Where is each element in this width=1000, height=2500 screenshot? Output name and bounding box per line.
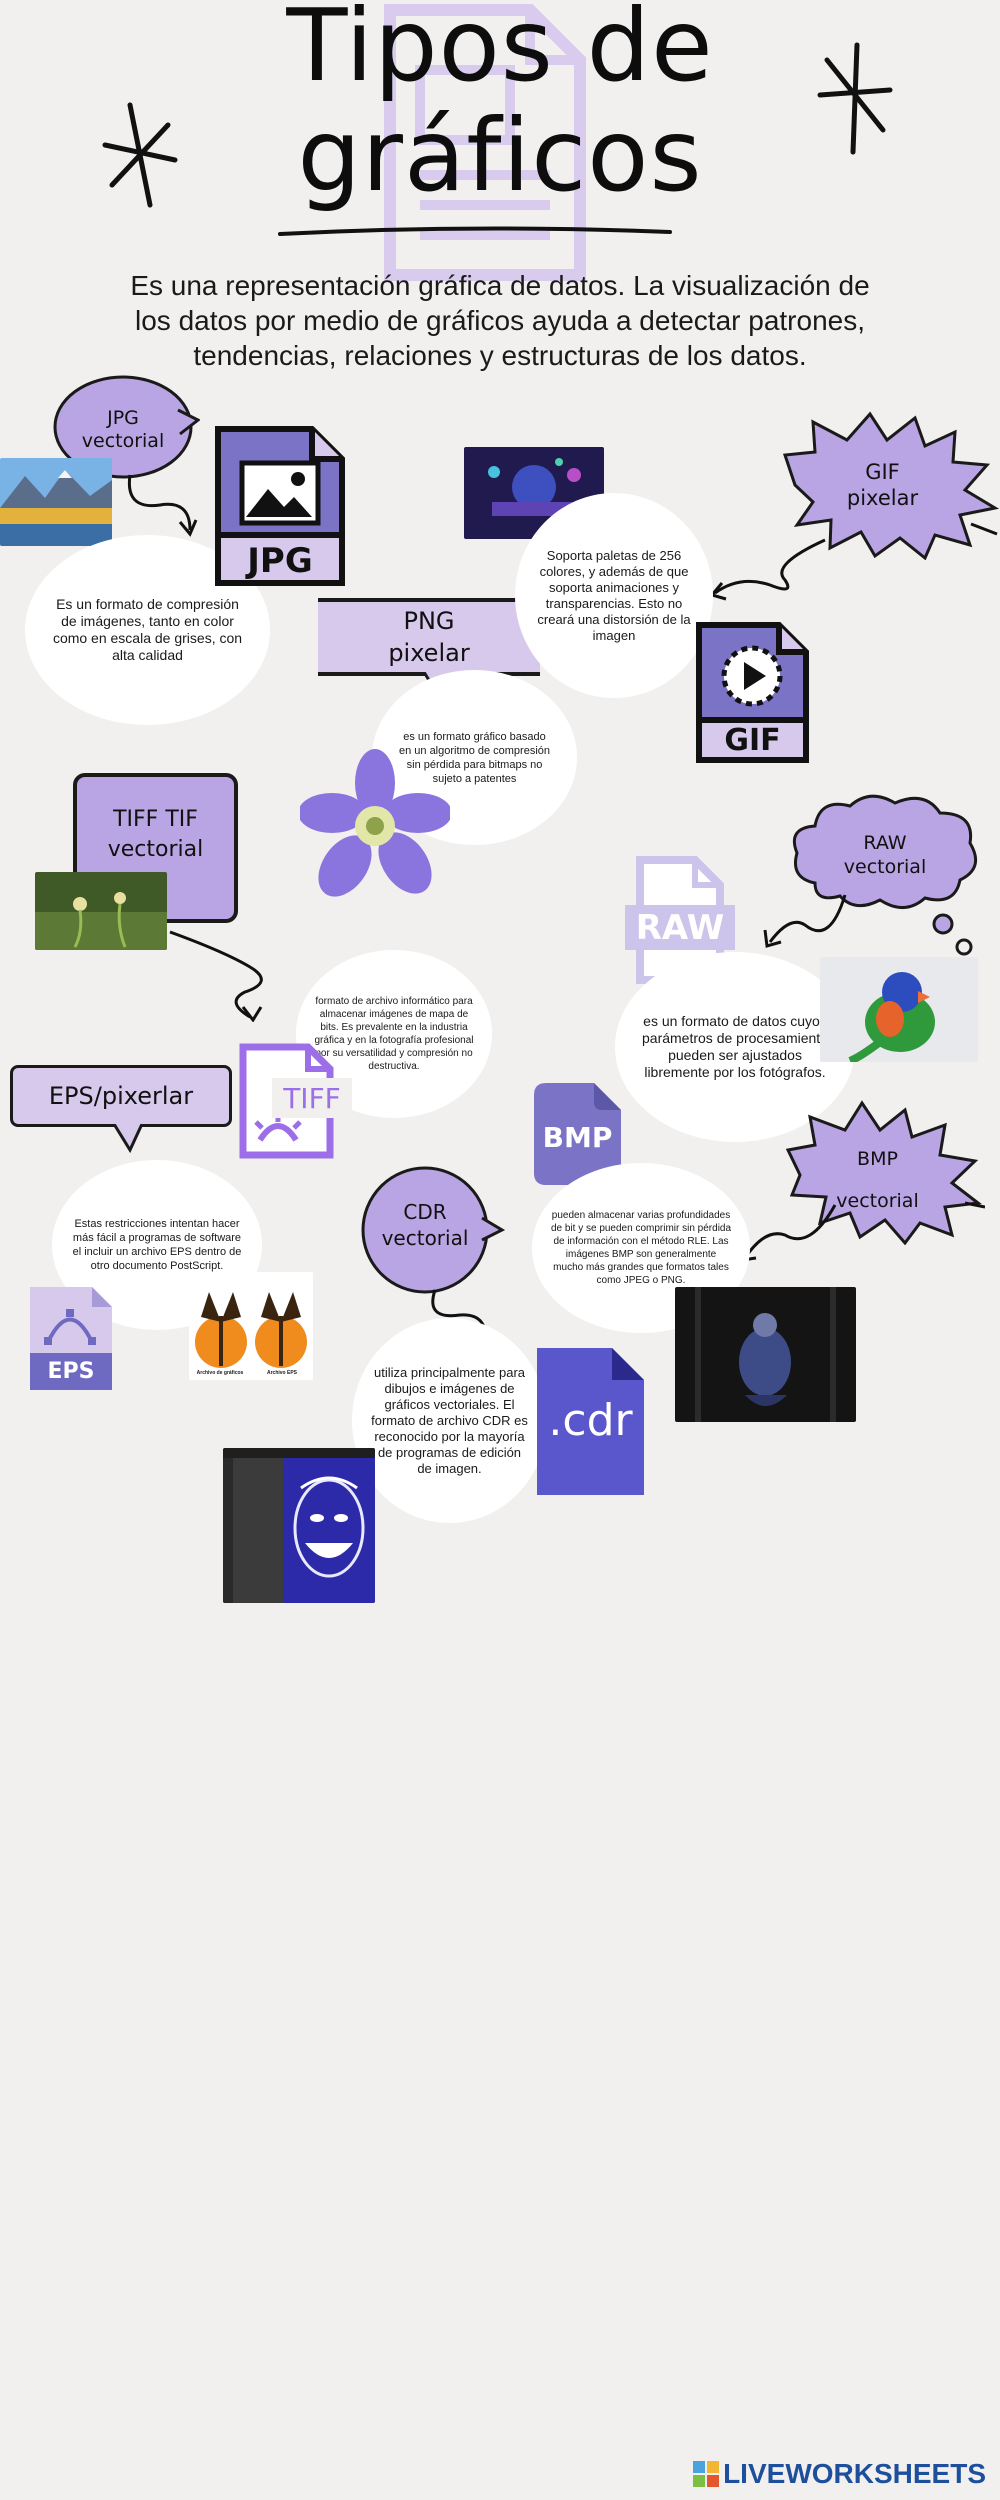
dark-figure-photo xyxy=(675,1287,856,1422)
parrot-photo xyxy=(820,957,978,1062)
tiff-curly-arrow xyxy=(169,930,263,1022)
footer-brand[interactable]: LIVEWORKSHEETS xyxy=(693,2458,986,2490)
jpg-description: Es un formato de compresión de imágenes,… xyxy=(52,596,243,663)
gif-description-blob: Soporta paletas de 256 colores, y además… xyxy=(515,493,713,698)
asterisk-doodle-right-icon xyxy=(817,42,893,155)
cdr-file-icon xyxy=(537,1348,644,1495)
raw-file-icon xyxy=(625,856,735,984)
bmp-icon-text: BMP xyxy=(542,1120,613,1154)
bmp-spiky-bubble xyxy=(785,1100,985,1245)
intro-text: Es una representación gráfica de datos. … xyxy=(130,270,870,371)
jpg-file-icon xyxy=(215,426,345,586)
bmp-file-icon xyxy=(534,1083,621,1185)
footer-brand-text: LIVEWORKSHEETS xyxy=(723,2458,986,2489)
cdr-speech-bubble xyxy=(361,1166,505,1294)
gif-illustration-photo xyxy=(464,447,604,539)
liveworksheets-logo-icon xyxy=(693,2461,720,2487)
eps-file-icon xyxy=(30,1287,112,1390)
raw-thought-cloud xyxy=(792,794,978,909)
cdr-description: utiliza principalmente para dibujos e im… xyxy=(371,1364,528,1476)
raw-description-blob: es un formato de datos cuyos parámetros … xyxy=(615,952,855,1142)
cdr-icon-text: .cdr xyxy=(548,1394,633,1446)
png-description: es un formato gráfico basado en un algor… xyxy=(398,730,551,785)
gif-icon-text: GIF xyxy=(724,722,781,758)
page-title-line-2: gráficos xyxy=(297,97,703,214)
eps-description: Estas restricciones intentan hacer más f… xyxy=(72,1218,242,1272)
eps-label: EPS/pixerlar xyxy=(48,1082,194,1110)
page-title-line-1: Tipos de xyxy=(286,0,714,104)
eps-caption-right: Archivo EPS xyxy=(266,1370,297,1376)
purple-flower-photo xyxy=(300,749,450,897)
flowers-field-photo xyxy=(35,872,167,950)
jpg-curly-arrow xyxy=(127,474,198,537)
cdr-description-blob: utiliza principalmente para dibujos e im… xyxy=(352,1318,547,1523)
eps-icon-text: EPS xyxy=(47,1359,95,1384)
raw-cloud-dots xyxy=(932,913,973,956)
gif-file-icon xyxy=(696,622,809,763)
butterflies-comparison-photo xyxy=(189,1272,313,1380)
eps-caption-left: Archivo de gráficos xyxy=(196,1370,244,1376)
gif-curly-arrow xyxy=(709,538,826,601)
jpg-speech-bubble xyxy=(53,375,200,479)
raw-icon-text: RAW xyxy=(635,907,725,948)
raw-curly-arrow xyxy=(763,894,847,948)
eps-label-tail xyxy=(112,1124,144,1154)
raw-description: es un formato de datos cuyos parámetros … xyxy=(642,1013,828,1080)
tiff-description: formato de archivo informático para alma… xyxy=(314,996,474,1072)
gif-description: Soporta paletas de 256 colores, y además… xyxy=(537,547,691,643)
jpg-icon-text: JPG xyxy=(247,541,313,581)
tiff-icon-text: TIFF xyxy=(272,1078,352,1118)
bmp-description: pueden almacenar varias profundidades de… xyxy=(550,1210,732,1286)
mountain-lake-photo xyxy=(0,458,112,546)
joker-vector-screenshot xyxy=(223,1448,375,1603)
asterisk-doodle-left-icon xyxy=(102,102,178,208)
title-underline xyxy=(278,226,672,236)
gif-spiky-bubble xyxy=(782,411,1000,560)
